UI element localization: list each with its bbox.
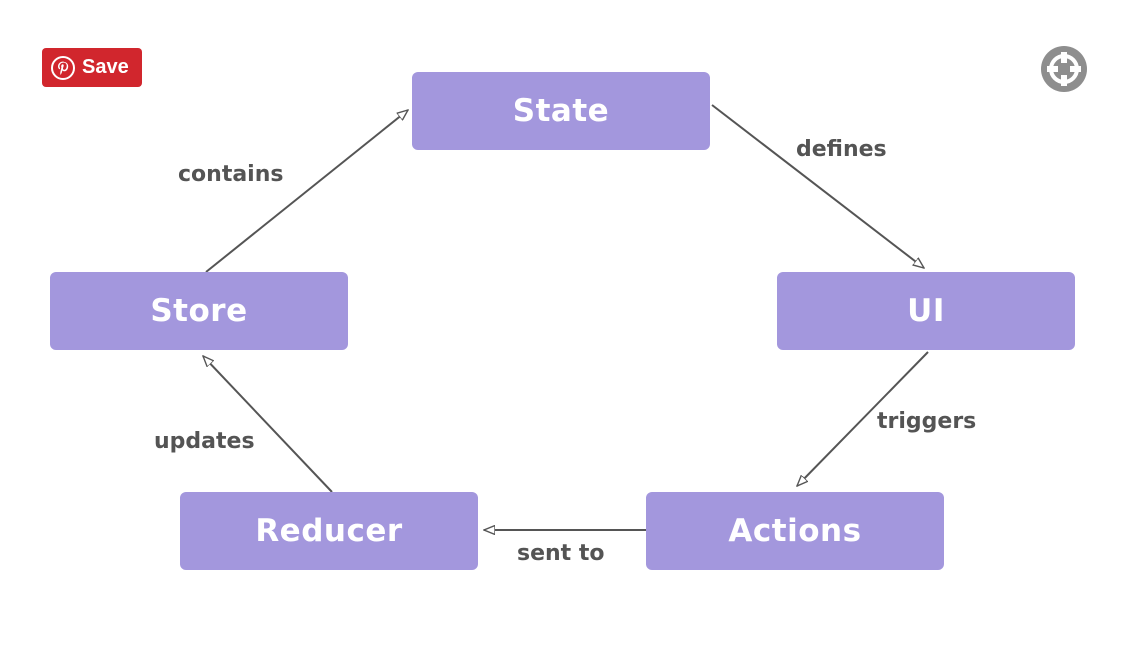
- arrow-ui-to-actions: [797, 351, 929, 486]
- edge-label-sent-to: sent to: [517, 541, 605, 566]
- node-store: Store: [50, 272, 348, 350]
- arrow-state-to-ui: [711, 104, 924, 268]
- node-state: State: [412, 72, 710, 150]
- arrow-store-to-state: [205, 110, 408, 273]
- node-actions: Actions: [646, 492, 944, 570]
- edge-label-contains: contains: [178, 162, 284, 187]
- pinterest-icon: [50, 55, 76, 81]
- arrow-reducer-to-store: [203, 356, 333, 493]
- pinterest-save-button[interactable]: Save: [42, 48, 142, 87]
- save-button-label: Save: [82, 56, 129, 78]
- edge-label-triggers: triggers: [877, 409, 977, 434]
- node-reducer: Reducer: [180, 492, 478, 570]
- edge-label-updates: updates: [154, 429, 255, 454]
- node-ui: UI: [777, 272, 1075, 350]
- edge-label-defines: defines: [796, 137, 887, 162]
- crosshair-icon: [1041, 46, 1087, 92]
- zoom-control[interactable]: [1040, 45, 1088, 93]
